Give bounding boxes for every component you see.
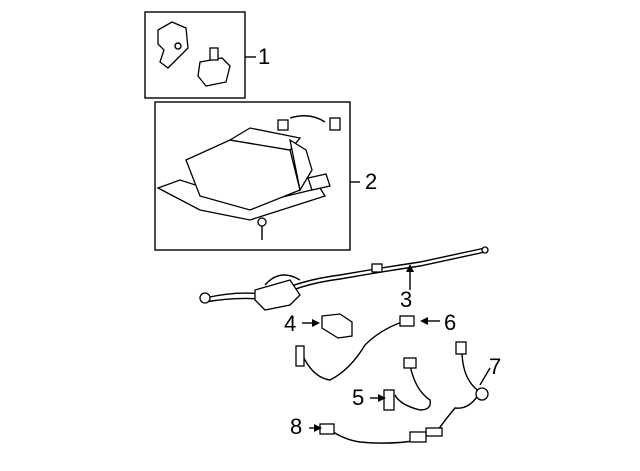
callout-4: 4 (284, 311, 297, 336)
callout-6: 6 (444, 310, 457, 335)
callout-5: 5 (352, 385, 365, 410)
part-3-hose-sensor[interactable] (199, 246, 489, 311)
part-5-o2-sensor[interactable] (370, 357, 431, 411)
callout-1: 1 (258, 44, 271, 69)
part-4-knock-sensor[interactable] (302, 313, 353, 339)
part-8-o2-sensor[interactable] (309, 423, 427, 444)
callout-7: 7 (489, 354, 502, 379)
part-1-bracket-valve[interactable] (144, 11, 256, 99)
part-2-canister[interactable] (154, 101, 360, 251)
part-6-o2-sensor[interactable] (295, 315, 440, 381)
callout-8: 8 (290, 414, 303, 439)
callout-3: 3 (400, 287, 413, 312)
part-7-o2-sensor[interactable] (425, 341, 491, 437)
callout-2: 2 (365, 169, 378, 194)
